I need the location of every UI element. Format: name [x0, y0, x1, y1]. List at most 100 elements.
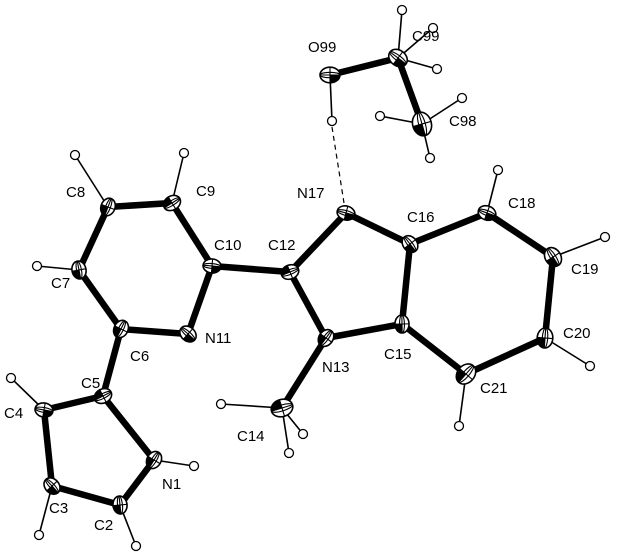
h-atom-c99c [431, 63, 443, 75]
h-atom-c8 [69, 149, 81, 161]
bond-c16-c18 [406, 209, 491, 248]
label-c9: C9 [196, 183, 215, 200]
atom-c20 [536, 327, 554, 349]
bond-c15-n13 [322, 320, 406, 342]
atom-labels: O99 C99 C98 C8 C9 N17 C16 C18 C10 C12 C7… [4, 28, 599, 534]
atom-o99 [319, 66, 341, 84]
atom-c7 [71, 260, 87, 280]
label-c20: C20 [563, 325, 591, 342]
bond-n11-c6 [117, 325, 192, 338]
bond-h-c19 [552, 236, 606, 258]
bond-c10-n11 [184, 262, 216, 338]
label-c21: C21 [480, 380, 508, 397]
atom-n1 [145, 450, 163, 470]
heavy-atoms [34, 48, 563, 515]
bond-h-c3 [38, 485, 53, 536]
h-atom-o99 [326, 115, 338, 127]
bond-c6-c5 [99, 325, 125, 400]
bond-c21-c15 [398, 320, 470, 378]
bond-c18-c19 [483, 209, 557, 261]
h-atom-c4 [5, 372, 17, 384]
bond-c7-c8 [75, 203, 112, 274]
label-c19: C19 [571, 261, 599, 278]
bond-n13-c14 [278, 334, 330, 412]
h-atom-c7 [31, 260, 43, 272]
bond-h-c8 [74, 154, 109, 208]
label-n13: N13 [322, 359, 350, 376]
atom-c19 [543, 246, 563, 268]
label-c4: C4 [4, 405, 23, 422]
bond-c12-n17 [286, 209, 350, 276]
label-c10: C10 [214, 237, 242, 254]
bond-n1-c5 [99, 392, 158, 464]
label-n1: N1 [162, 476, 181, 493]
label-o99: O99 [308, 39, 336, 56]
h-atom-c2 [130, 540, 142, 552]
bond-c3-c2 [48, 482, 124, 509]
atom-c21 [455, 363, 477, 385]
atom-c14 [270, 398, 294, 418]
atom-c3 [43, 477, 61, 495]
h-atom-c21 [453, 420, 465, 432]
h-atom-c14c [297, 428, 309, 440]
atom-c18 [477, 204, 497, 222]
bond-c6-c7 [75, 266, 125, 333]
h-atom-c98a [456, 92, 468, 104]
atom-n17 [336, 205, 356, 221]
atom-c15 [394, 314, 410, 334]
h-atom-c14b [283, 447, 295, 459]
label-c14: C14 [237, 428, 265, 445]
label-c16: C16 [407, 209, 435, 226]
atom-c99 [387, 48, 409, 68]
bond-c16-c15 [398, 240, 414, 328]
bond-c4-c3 [40, 406, 56, 490]
atom-c9 [162, 194, 182, 212]
label-n17: N17 [297, 185, 325, 202]
bond-c10-c12 [208, 262, 294, 276]
label-c2: C2 [94, 517, 113, 534]
atom-c8 [99, 197, 117, 217]
bond-o99-c99 [326, 54, 402, 79]
atom-c2 [112, 495, 128, 515]
atom-c10 [202, 258, 222, 274]
bond-c19-c20 [541, 253, 557, 342]
h-atom-c19 [599, 231, 611, 243]
hydrogen-atoms [5, 4, 611, 552]
label-c3: C3 [49, 500, 68, 517]
h-atom-c99b [427, 22, 439, 34]
h-atom-c98b [374, 110, 386, 122]
h-atom-c18 [492, 164, 504, 176]
h-atom-c20 [584, 360, 596, 372]
bond-c20-c21 [462, 334, 549, 378]
label-c12: C12 [268, 237, 296, 254]
hydrogen-bond-o99-n17 [331, 126, 345, 204]
label-c7: C7 [51, 275, 70, 292]
label-n11: N11 [205, 330, 231, 347]
atom-n11 [179, 325, 197, 343]
bond-n17-c16 [342, 209, 414, 248]
h-atom-n1 [188, 460, 200, 472]
label-c6: C6 [130, 348, 149, 365]
label-c99: C99 [412, 28, 440, 45]
atom-c6 [112, 319, 130, 339]
h-atom-c14a [215, 398, 227, 410]
h-atom-c9 [178, 147, 190, 159]
atom-c5 [93, 387, 113, 405]
hydrogen-bonds [10, 9, 606, 547]
atom-c98 [411, 111, 433, 137]
bond-n13-c12 [286, 268, 330, 342]
label-c18: C18 [508, 195, 536, 212]
atom-c4 [34, 402, 54, 418]
heavy-atom-bonds [40, 54, 557, 509]
label-c98: C98 [449, 113, 477, 130]
bond-c5-c4 [40, 392, 107, 414]
bond-c9-c10 [168, 199, 216, 270]
atom-c16 [401, 234, 419, 254]
label-c5: C5 [81, 375, 100, 392]
label-c15: C15 [384, 346, 412, 363]
label-c8: C8 [66, 184, 85, 201]
h-atom-c98c [424, 152, 436, 164]
h-atom-c3 [33, 529, 45, 541]
